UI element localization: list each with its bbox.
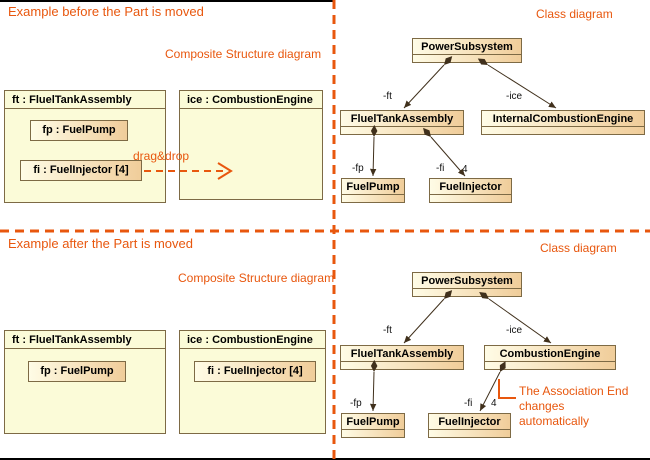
drag-drop-label: drag&drop [133,149,190,163]
composition-power-tank [403,290,453,344]
before-composite-structure-label: Composite Structure diagram [165,47,322,61]
after-role-fp: -fp [350,398,362,409]
after-composite-structure-label: Composite Structure diagram [178,271,335,285]
class-name: PowerSubsystem [413,39,521,55]
composition-engine-injector [479,361,506,412]
before-role-fp: -fp [352,163,364,174]
composition-power-tank [403,56,453,109]
before-class-fuelinjector: FuelInjector [429,178,512,203]
after-class-powersubsystem: PowerSubsystem [412,272,522,297]
attributes-compartment [413,55,521,62]
before-part-frame-ft: ft : FluelTankAssembly [4,90,166,203]
class-name: FluelTankAssembly [341,111,463,127]
before-heading: Example before the Part is moved [8,4,204,19]
attributes-compartment [341,362,463,369]
after-class-diagram-label: Class diagram [540,241,617,255]
after-class-fuelinjector: FuelInjector [428,413,511,438]
before-class-internalcombustionengine: InternalCombustionEngine [481,110,645,135]
before-class-fuelpump: FuelPump [341,178,405,203]
after-heading: Example after the Part is moved [8,236,193,251]
before-part-frame-ft-title: ft : FluelTankAssembly [5,91,165,109]
before-part-frame-ice: ice : CombustionEngine [179,90,323,200]
attributes-compartment [430,195,511,202]
before-part-frame-ice-title: ice : CombustionEngine [180,91,322,109]
after-part-fp: fp : FuelPump [28,361,126,382]
before-part-fi: fi : FuelInjector [4] [20,160,142,181]
class-name: InternalCombustionEngine [482,111,644,127]
before-role-fi: -fi [436,163,445,174]
class-name: FluelTankAssembly [341,346,463,362]
attributes-compartment [342,195,404,202]
after-role-ft: -ft [383,325,392,336]
after-class-combustionengine: CombustionEngine [484,345,616,370]
before-role-ice: -ice [506,91,523,102]
class-name: FuelInjector [429,414,510,430]
before-multiplicity-fi: 4 [462,164,468,175]
after-class-fuelpump: FuelPump [341,413,405,438]
class-name: FuelPump [342,414,404,430]
before-part-fp: fp : FuelPump [30,120,128,141]
attributes-compartment [413,289,521,296]
class-name: FuelInjector [430,179,511,195]
after-multiplicity-fi: 4 [491,398,497,409]
after-part-frame-ft: ft : FluelTankAssembly [4,330,166,434]
before-role-ft: -ft [383,91,392,102]
attributes-compartment [342,430,404,437]
after-role-fi: -fi [464,398,473,409]
before-class-diagram-label: Class diagram [536,7,613,21]
composition-tank-pump [369,124,378,177]
after-part-frame-ft-title: ft : FluelTankAssembly [5,331,165,349]
association-end-callout: The Association End changes automaticall… [519,384,629,428]
composition-tank-pump [369,359,378,412]
class-name: FuelPump [342,179,404,195]
composition-power-engine [479,292,552,344]
attributes-compartment [482,127,644,134]
attributes-compartment [429,430,510,437]
after-role-ice: -ice [506,325,523,336]
callout-pointer-line [498,379,516,399]
before-class-powersubsystem: PowerSubsystem [412,38,522,63]
after-part-frame-ice-title: ice : CombustionEngine [180,331,325,349]
attributes-compartment [341,127,463,134]
after-part-fi: fi : FuelInjector [4] [194,361,316,382]
before-class-flueltankassembly: FluelTankAssembly [340,110,464,135]
class-name: CombustionEngine [485,346,615,362]
class-name: PowerSubsystem [413,273,521,289]
attributes-compartment [485,362,615,369]
after-class-flueltankassembly: FluelTankAssembly [340,345,464,370]
after-part-frame-ice: ice : CombustionEngine [179,330,326,434]
